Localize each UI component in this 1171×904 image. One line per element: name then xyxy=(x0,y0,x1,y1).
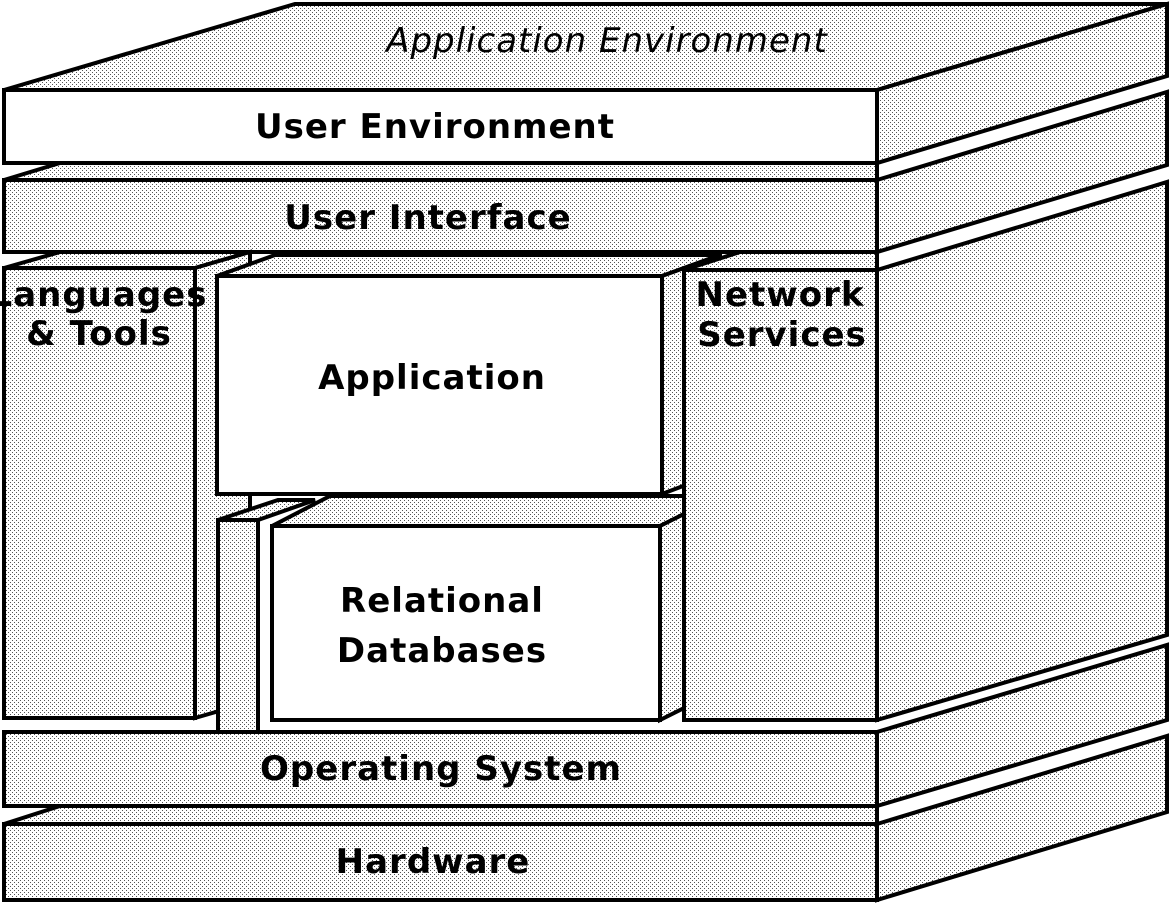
user-environment-layer: User Environment xyxy=(2,1,1169,166)
network-services-label-line-1: Network xyxy=(696,275,865,315)
application-environment-label: Application Environment xyxy=(384,21,828,61)
operating-system-label: Operating System xyxy=(260,749,622,789)
middle-block-side-face xyxy=(875,179,1169,723)
hardware-layer: Hardware xyxy=(2,733,1169,903)
languages-tools-label-line-2: & Tools xyxy=(26,314,172,354)
user-environment-label: User Environment xyxy=(255,107,615,147)
languages-tools-label-line-1: Languages xyxy=(0,275,207,315)
connector-stem xyxy=(216,498,316,734)
network-services-label-line-2: Services xyxy=(697,315,867,355)
hardware-label: Hardware xyxy=(336,842,531,882)
operating-system-layer: Operating System xyxy=(2,642,1169,809)
network-services-block: Network Services xyxy=(682,250,879,722)
application-label: Application xyxy=(318,358,546,398)
relational-databases-label-line-2: Databases xyxy=(337,631,547,671)
relational-databases-block: Relational Databases xyxy=(270,492,722,724)
user-interface-label: User Interface xyxy=(284,198,571,238)
relational-databases-label-line-1: Relational xyxy=(340,581,544,621)
languages-tools-block: Languages & Tools xyxy=(0,249,252,721)
user-interface-layer: User Interface xyxy=(2,89,1169,255)
application-block: Application xyxy=(215,252,722,497)
